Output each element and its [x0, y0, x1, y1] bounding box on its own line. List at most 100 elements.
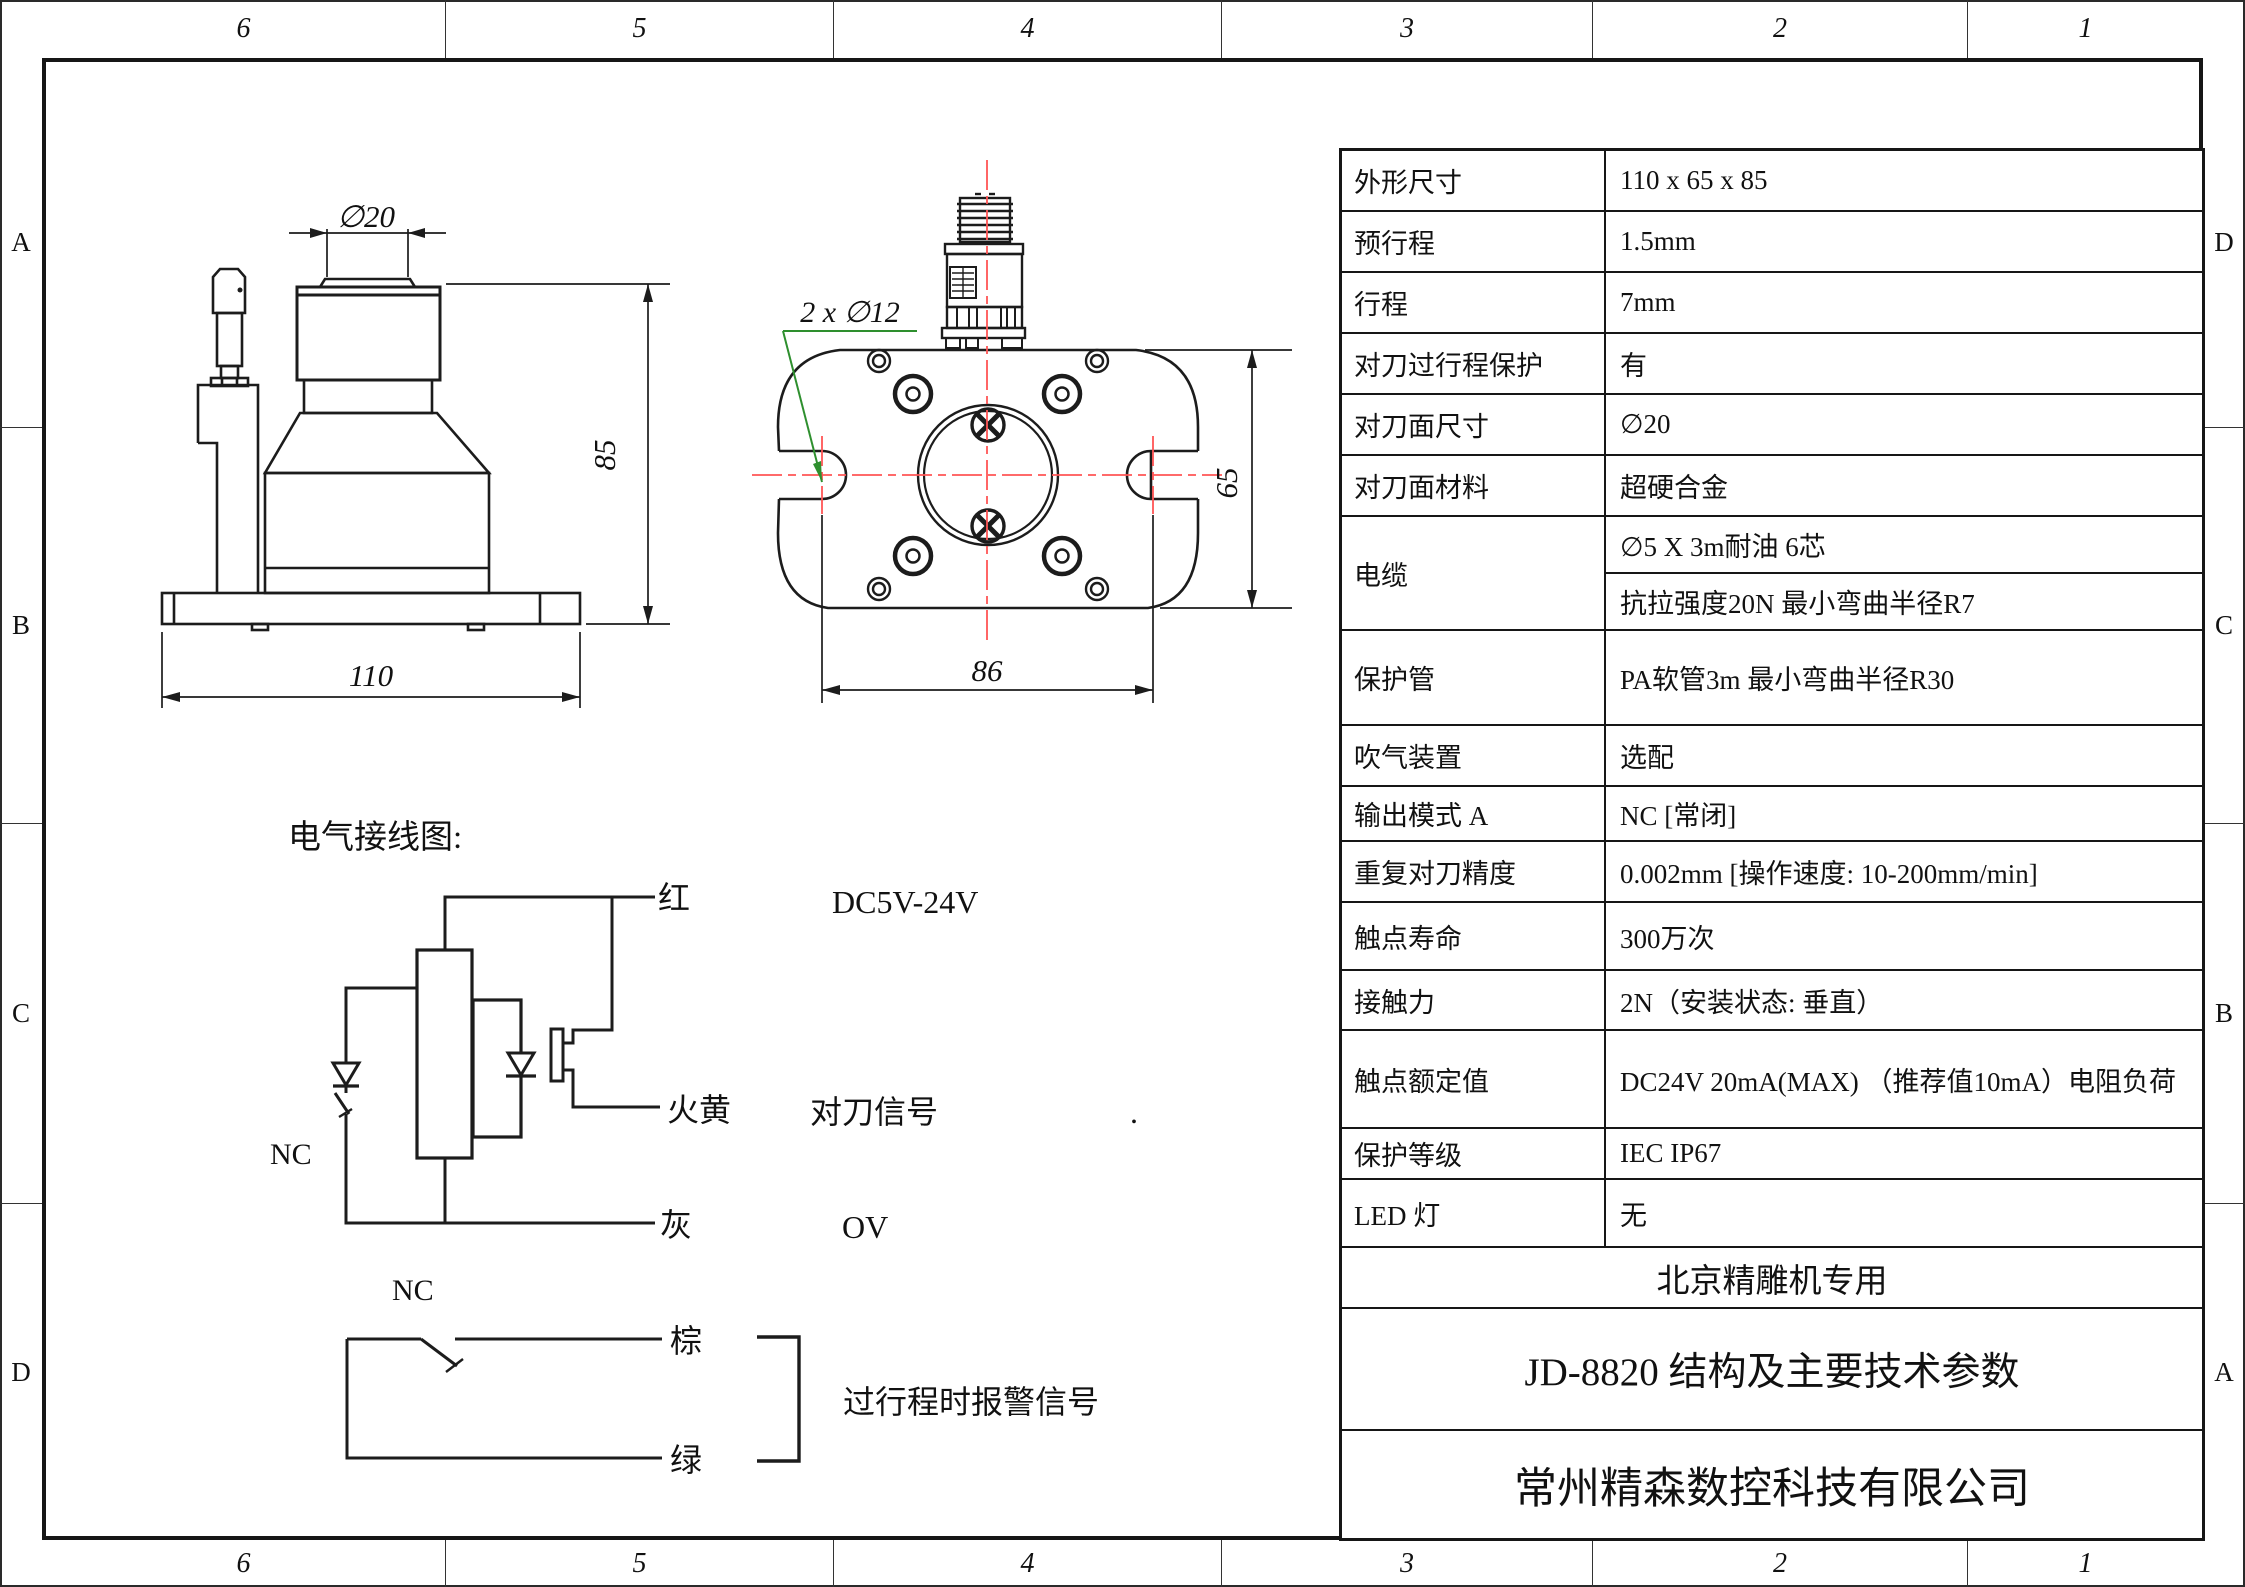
spec-label: 触点寿命: [1342, 903, 1606, 969]
dim-top-width: 86: [972, 653, 1004, 688]
table-row: 对刀面尺寸 ∅20: [1342, 395, 2202, 456]
table-row: 外形尺寸 110 x 65 x 85: [1342, 151, 2202, 212]
nc-label-upper: NC: [270, 1138, 312, 1171]
grid-col-label: 5: [446, 1540, 834, 1587]
grid-col-label: 5: [446, 0, 834, 58]
border-strip-top: 6 5 4 3 2 1: [42, 0, 2203, 58]
grid-col-label: 2: [1593, 0, 1968, 58]
grid-row-label: D: [11, 1356, 31, 1387]
border-strip-bottom: 6 5 4 3 2 1: [42, 1540, 2203, 1587]
grid-col-label: 1: [2078, 13, 2093, 44]
note-mount-holes: 2 x ∅12: [800, 296, 899, 329]
wire-label-brown: 棕: [670, 1323, 702, 1359]
spec-label: 预行程: [1342, 212, 1606, 271]
wire-label-yellow: 火黄: [667, 1092, 731, 1128]
grid-row-label: A: [2214, 1356, 2234, 1387]
stray-dot: .: [1130, 1094, 1138, 1130]
border-strip-left: A B C D: [0, 58, 42, 1540]
spec-value: 110 x 65 x 85: [1620, 165, 1768, 195]
spec-label: 输出模式 A: [1342, 787, 1606, 840]
spec-label: 对刀过行程保护: [1342, 334, 1606, 393]
wire-label-green: 绿: [670, 1442, 702, 1478]
spec-value: NC [常闭]: [1620, 801, 1737, 831]
dim-front-height: 85: [587, 440, 622, 471]
table-row: 输出模式 A NC [常闭]: [1342, 787, 2202, 842]
grid-col-label: 2: [1593, 1540, 1968, 1587]
spec-value: 2N（安装状态: 垂直）: [1620, 987, 1884, 1018]
grid-row-label: B: [0, 428, 42, 824]
table-row: 接触力 2N（安装状态: 垂直）: [1342, 971, 2202, 1031]
grid-col-label: 6: [42, 0, 446, 58]
grid-col-label: 3: [1222, 1540, 1593, 1587]
spec-label: 行程: [1342, 273, 1606, 332]
table-row: 吹气装置 选配: [1342, 726, 2202, 787]
spec-value: 7mm: [1620, 287, 1676, 317]
spec-label: 吹气装置: [1342, 726, 1606, 785]
front-view-dimensions: [161, 228, 670, 708]
top-view: [776, 192, 1200, 610]
table-row: 对刀过行程保护 有: [1342, 334, 2202, 395]
grid-row-label: C: [2203, 428, 2245, 824]
spec-table: 外形尺寸 110 x 65 x 85 预行程 1.5mm 行程 7mm 对刀过行…: [1339, 148, 2205, 1541]
grid-row-label: D: [2203, 58, 2245, 428]
dim-front-width: 110: [349, 658, 394, 693]
spec-label: 触点额定值: [1342, 1031, 1606, 1127]
nc-label-lower: NC: [392, 1274, 434, 1307]
spec-value: 超硬合金: [1620, 473, 1728, 503]
grid-col-label: 4: [834, 1540, 1222, 1587]
spec-value: 抗拉强度20N 最小弯曲半径R7: [1620, 589, 1975, 619]
table-row: LED 灯 无: [1342, 1180, 2202, 1248]
spec-value: 选配: [1620, 743, 1674, 773]
grid-row-label: B: [2203, 824, 2245, 1204]
table-footer-title: JD-8820 结构及主要技术参数: [1342, 1309, 2202, 1431]
grid-col-label: 4: [834, 0, 1222, 58]
spec-value: IEC IP67: [1620, 1138, 1722, 1168]
table-footer-machine: 北京精雕机专用: [1342, 1248, 2202, 1309]
spec-label: 对刀面尺寸: [1342, 395, 1606, 454]
spec-value: PA软管3m 最小弯曲半径R30: [1620, 665, 1955, 695]
spec-label: 对刀面材料: [1342, 456, 1606, 515]
table-row: 保护管 PA软管3m 最小弯曲半径R30: [1342, 631, 2202, 726]
grid-row-label: C: [0, 824, 42, 1204]
spec-label: 电缆: [1342, 517, 1606, 629]
centerlines: [752, 160, 1222, 640]
table-row: 触点寿命 300万次: [1342, 903, 2202, 971]
table-row-cable: 电缆 ∅5 X 3m耐油 6芯 抗拉强度20N 最小弯曲半径R7: [1342, 517, 2202, 631]
spec-label: LED 灯: [1342, 1180, 1606, 1246]
spec-label: 保护等级: [1342, 1129, 1606, 1178]
supply-voltage-label: DC5V-24V: [832, 884, 978, 920]
spec-value: 1.5mm: [1620, 226, 1696, 256]
tool-signal-label: 对刀信号: [810, 1094, 938, 1130]
table-footer-company: 常州精森数控科技有限公司: [1514, 1465, 2030, 1513]
spec-value: 有: [1620, 351, 1647, 381]
spec-value: DC24V 20mA(MAX) （推荐值10mA）电阻负荷: [1620, 1066, 2177, 1097]
cable-connector: [940, 192, 1027, 349]
table-row: 预行程 1.5mm: [1342, 212, 2202, 273]
front-view: [160, 267, 582, 632]
spec-label: 外形尺寸: [1342, 151, 1606, 210]
alarm-signal-label: 过行程时报警信号: [843, 1384, 1099, 1420]
wire-label-gray: 灰: [660, 1207, 692, 1243]
grid-col-label: 3: [1222, 0, 1593, 58]
top-view-dimensions: [821, 349, 1292, 703]
spec-label: 保护管: [1342, 631, 1606, 724]
wiring-diagram: [330, 895, 660, 1225]
spec-label: 接触力: [1342, 971, 1606, 1029]
wire-label-red: 红: [658, 880, 690, 916]
spec-value: ∅5 X 3m耐油 6芯: [1606, 517, 2202, 574]
spec-value: 300万次: [1620, 923, 1715, 954]
grid-col-label: 6: [42, 1540, 446, 1587]
zero-volt-label: OV: [842, 1209, 888, 1245]
hole-note: [782, 330, 917, 483]
overtravel-circuit: [345, 1335, 801, 1463]
wiring-title: 电气接线图:: [288, 819, 462, 856]
spec-value: 无: [1620, 1200, 1647, 1231]
spec-value: 0.002mm [操作速度: 10-200mm/min]: [1620, 859, 2038, 889]
table-row: 对刀面材料 超硬合金: [1342, 456, 2202, 517]
table-row: 重复对刀精度 0.002mm [操作速度: 10-200mm/min]: [1342, 842, 2202, 903]
border-strip-right: D C B A: [2203, 58, 2245, 1540]
table-row: 触点额定值 DC24V 20mA(MAX) （推荐值10mA）电阻负荷: [1342, 1031, 2202, 1129]
grid-row-label: A: [0, 58, 42, 428]
